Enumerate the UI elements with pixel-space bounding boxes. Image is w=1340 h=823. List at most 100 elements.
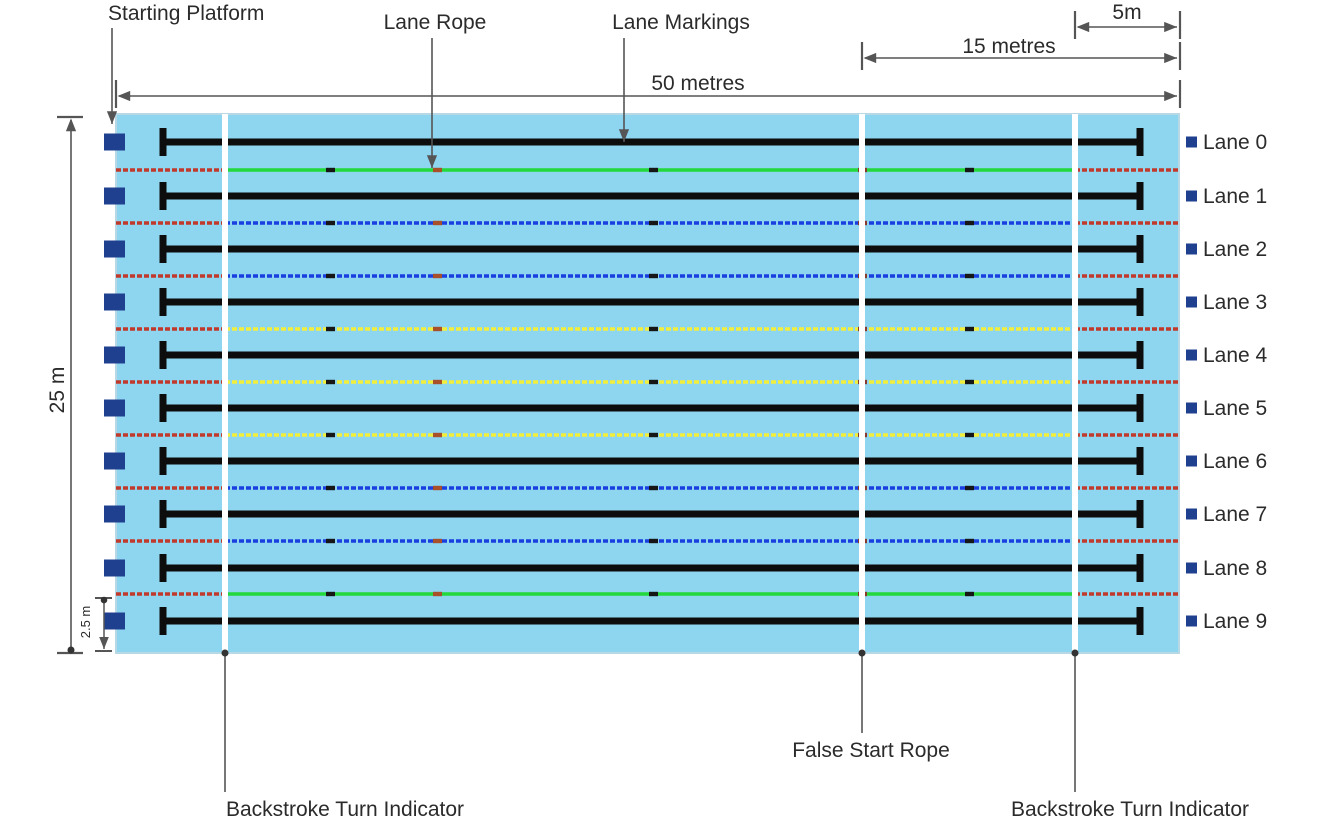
lane-marking-2	[159, 235, 1144, 263]
lane-legend-item-5: Lane 5	[1186, 397, 1267, 420]
lane-legend-label: Lane 0	[1203, 131, 1267, 154]
rope-marker-dot	[433, 273, 442, 279]
dimension-5m-label: 5m	[1112, 1, 1141, 24]
annotation-label: Starting Platform	[108, 2, 264, 25]
annotation-backstroke-turn-indicator-right: Backstroke Turn Indicator	[1011, 649, 1249, 821]
annotation-label: Backstroke Turn Indicator	[1011, 798, 1249, 821]
lane-legend-label: Lane 8	[1203, 557, 1267, 580]
rope-marker-dot	[433, 538, 442, 544]
rope-marker-dot	[326, 220, 335, 226]
rope-marker-dot	[965, 591, 974, 597]
lane-legend-label: Lane 7	[1203, 503, 1267, 526]
starting-platform-lane-3	[104, 293, 125, 311]
rope-marker-dot	[326, 591, 335, 597]
lane-legend-item-4: Lane 4	[1186, 344, 1268, 367]
lane-rope-6	[116, 485, 1179, 491]
starting-platform-lane-6	[104, 452, 125, 470]
lane-marking-3	[159, 288, 1144, 316]
dimension-25-m: 25 m	[46, 115, 83, 655]
lane-legend-label: Lane 1	[1203, 185, 1267, 208]
rope-marker-dot	[649, 538, 658, 544]
lane-rope-7	[116, 538, 1179, 544]
lane-legend-marker-icon	[1186, 243, 1197, 255]
rope-marker-dot	[965, 538, 974, 544]
lane-legend-marker-icon	[1186, 190, 1197, 202]
lane-markings-group	[159, 128, 1144, 635]
lane-legend-group: Lane 0 Lane 1 Lane 2 Lane 3 Lane 4 Lane 5 Lane…	[1186, 131, 1268, 633]
annotations-group: Starting Platform Lane Rope Lane MarkingsF…	[106, 2, 1249, 821]
lane-legend-label: Lane 5	[1203, 397, 1267, 420]
dimension-15-metres-label: 15 metres	[962, 35, 1055, 58]
lane-legend-item-7: Lane 7	[1186, 503, 1267, 526]
dimension-50-metres: 50 metres	[114, 72, 1182, 108]
lane-legend-item-1: Lane 1	[1186, 185, 1267, 208]
lane-marking-4	[159, 341, 1144, 369]
dimension-lines-group: 50 metres 15 metres 5m 25 m2.5 m	[46, 1, 1182, 655]
rope-marker-dot	[649, 167, 658, 173]
lane-legend-item-8: Lane 8	[1186, 557, 1267, 580]
rope-marker-dot	[433, 379, 442, 385]
rope-marker-dot	[433, 432, 442, 438]
starting-platforms-group	[104, 133, 125, 630]
dimension-50-metres-label: 50 metres	[651, 72, 744, 95]
lane-marking-7	[159, 500, 1144, 528]
rope-marker-dot	[326, 273, 335, 279]
lane-marking-1	[159, 182, 1144, 210]
rope-marker-dot	[649, 485, 658, 491]
lane-rope-8	[116, 591, 1179, 597]
rope-marker-dot	[326, 538, 335, 544]
lane-legend-label: Lane 2	[1203, 238, 1267, 261]
rope-marker-dot	[965, 273, 974, 279]
dimension-2-5-m-label: 2.5 m	[78, 606, 93, 639]
lane-legend-item-0: Lane 0	[1186, 131, 1267, 154]
rope-marker-dot	[965, 485, 974, 491]
dimension-5m: 5m	[1073, 1, 1182, 39]
lane-legend-marker-icon	[1186, 455, 1197, 467]
lane-rope-1	[116, 220, 1179, 226]
rope-marker-dot	[965, 220, 974, 226]
lane-legend-label: Lane 9	[1203, 610, 1267, 633]
lane-legend-marker-icon	[1186, 508, 1197, 520]
lane-legend-label: Lane 4	[1203, 344, 1268, 367]
starting-platform-lane-2	[104, 240, 125, 258]
annotation-label: Lane Markings	[612, 11, 750, 34]
lane-rope-2	[116, 273, 1179, 279]
lane-legend-item-9: Lane 9	[1186, 610, 1267, 633]
lane-legend-item-3: Lane 3	[1186, 291, 1267, 314]
rope-marker-dot	[649, 591, 658, 597]
rope-marker-dot	[649, 273, 658, 279]
rope-marker-dot	[326, 167, 335, 173]
starting-platform-lane-9	[104, 612, 125, 630]
rope-marker-dot	[433, 167, 442, 173]
starting-platform-lane-1	[104, 187, 125, 205]
lane-marking-5	[159, 394, 1144, 422]
lane-legend-marker-icon	[1186, 296, 1197, 308]
starting-platform-lane-0	[104, 133, 125, 151]
annotation-label: False Start Rope	[792, 739, 950, 762]
lane-rope-5	[116, 432, 1179, 438]
lane-marking-9	[159, 607, 1144, 635]
rope-marker-dot	[433, 326, 442, 332]
annotation-lane-markings: Lane Markings	[612, 11, 750, 142]
rope-marker-dot	[326, 485, 335, 491]
lane-legend-label: Lane 3	[1203, 291, 1267, 314]
rope-marker-dot	[326, 379, 335, 385]
rope-marker-dot	[965, 379, 974, 385]
starting-platform-lane-8	[104, 559, 125, 577]
lane-legend-item-2: Lane 2	[1186, 238, 1267, 261]
vertical-indicator-lines-group	[222, 114, 1078, 653]
rope-marker-dot	[649, 379, 658, 385]
rope-marker-dot	[433, 220, 442, 226]
lane-legend-marker-icon	[1186, 136, 1197, 148]
rope-marker-dot	[433, 485, 442, 491]
lane-legend-marker-icon	[1186, 349, 1197, 361]
annotation-label: Lane Rope	[384, 11, 487, 34]
dimension-15-metres: 15 metres	[860, 35, 1182, 70]
lane-legend-marker-icon	[1186, 615, 1197, 627]
starting-platform-lane-4	[104, 346, 125, 364]
starting-platform-lane-5	[104, 399, 125, 417]
rope-marker-dot	[649, 326, 658, 332]
lane-legend-item-6: Lane 6	[1186, 450, 1267, 473]
